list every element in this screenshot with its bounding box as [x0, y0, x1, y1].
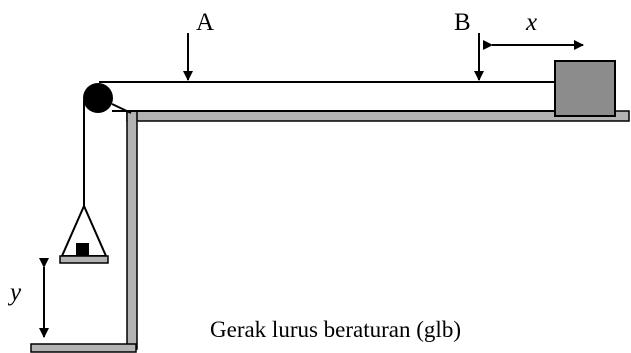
table-top [126, 110, 630, 122]
label-a: A [196, 9, 214, 36]
label-x: x [525, 9, 537, 36]
label-y: y [7, 279, 22, 306]
table-leg [126, 110, 138, 350]
caption: Gerak lurus beraturan (glb) [210, 317, 461, 342]
string-to-pulley [111, 103, 132, 114]
pulley [83, 83, 113, 113]
block [554, 60, 616, 117]
floor-plate [30, 343, 137, 353]
label-b: B [454, 9, 471, 36]
weight-mass [76, 243, 89, 256]
hanger-pan [59, 255, 109, 264]
